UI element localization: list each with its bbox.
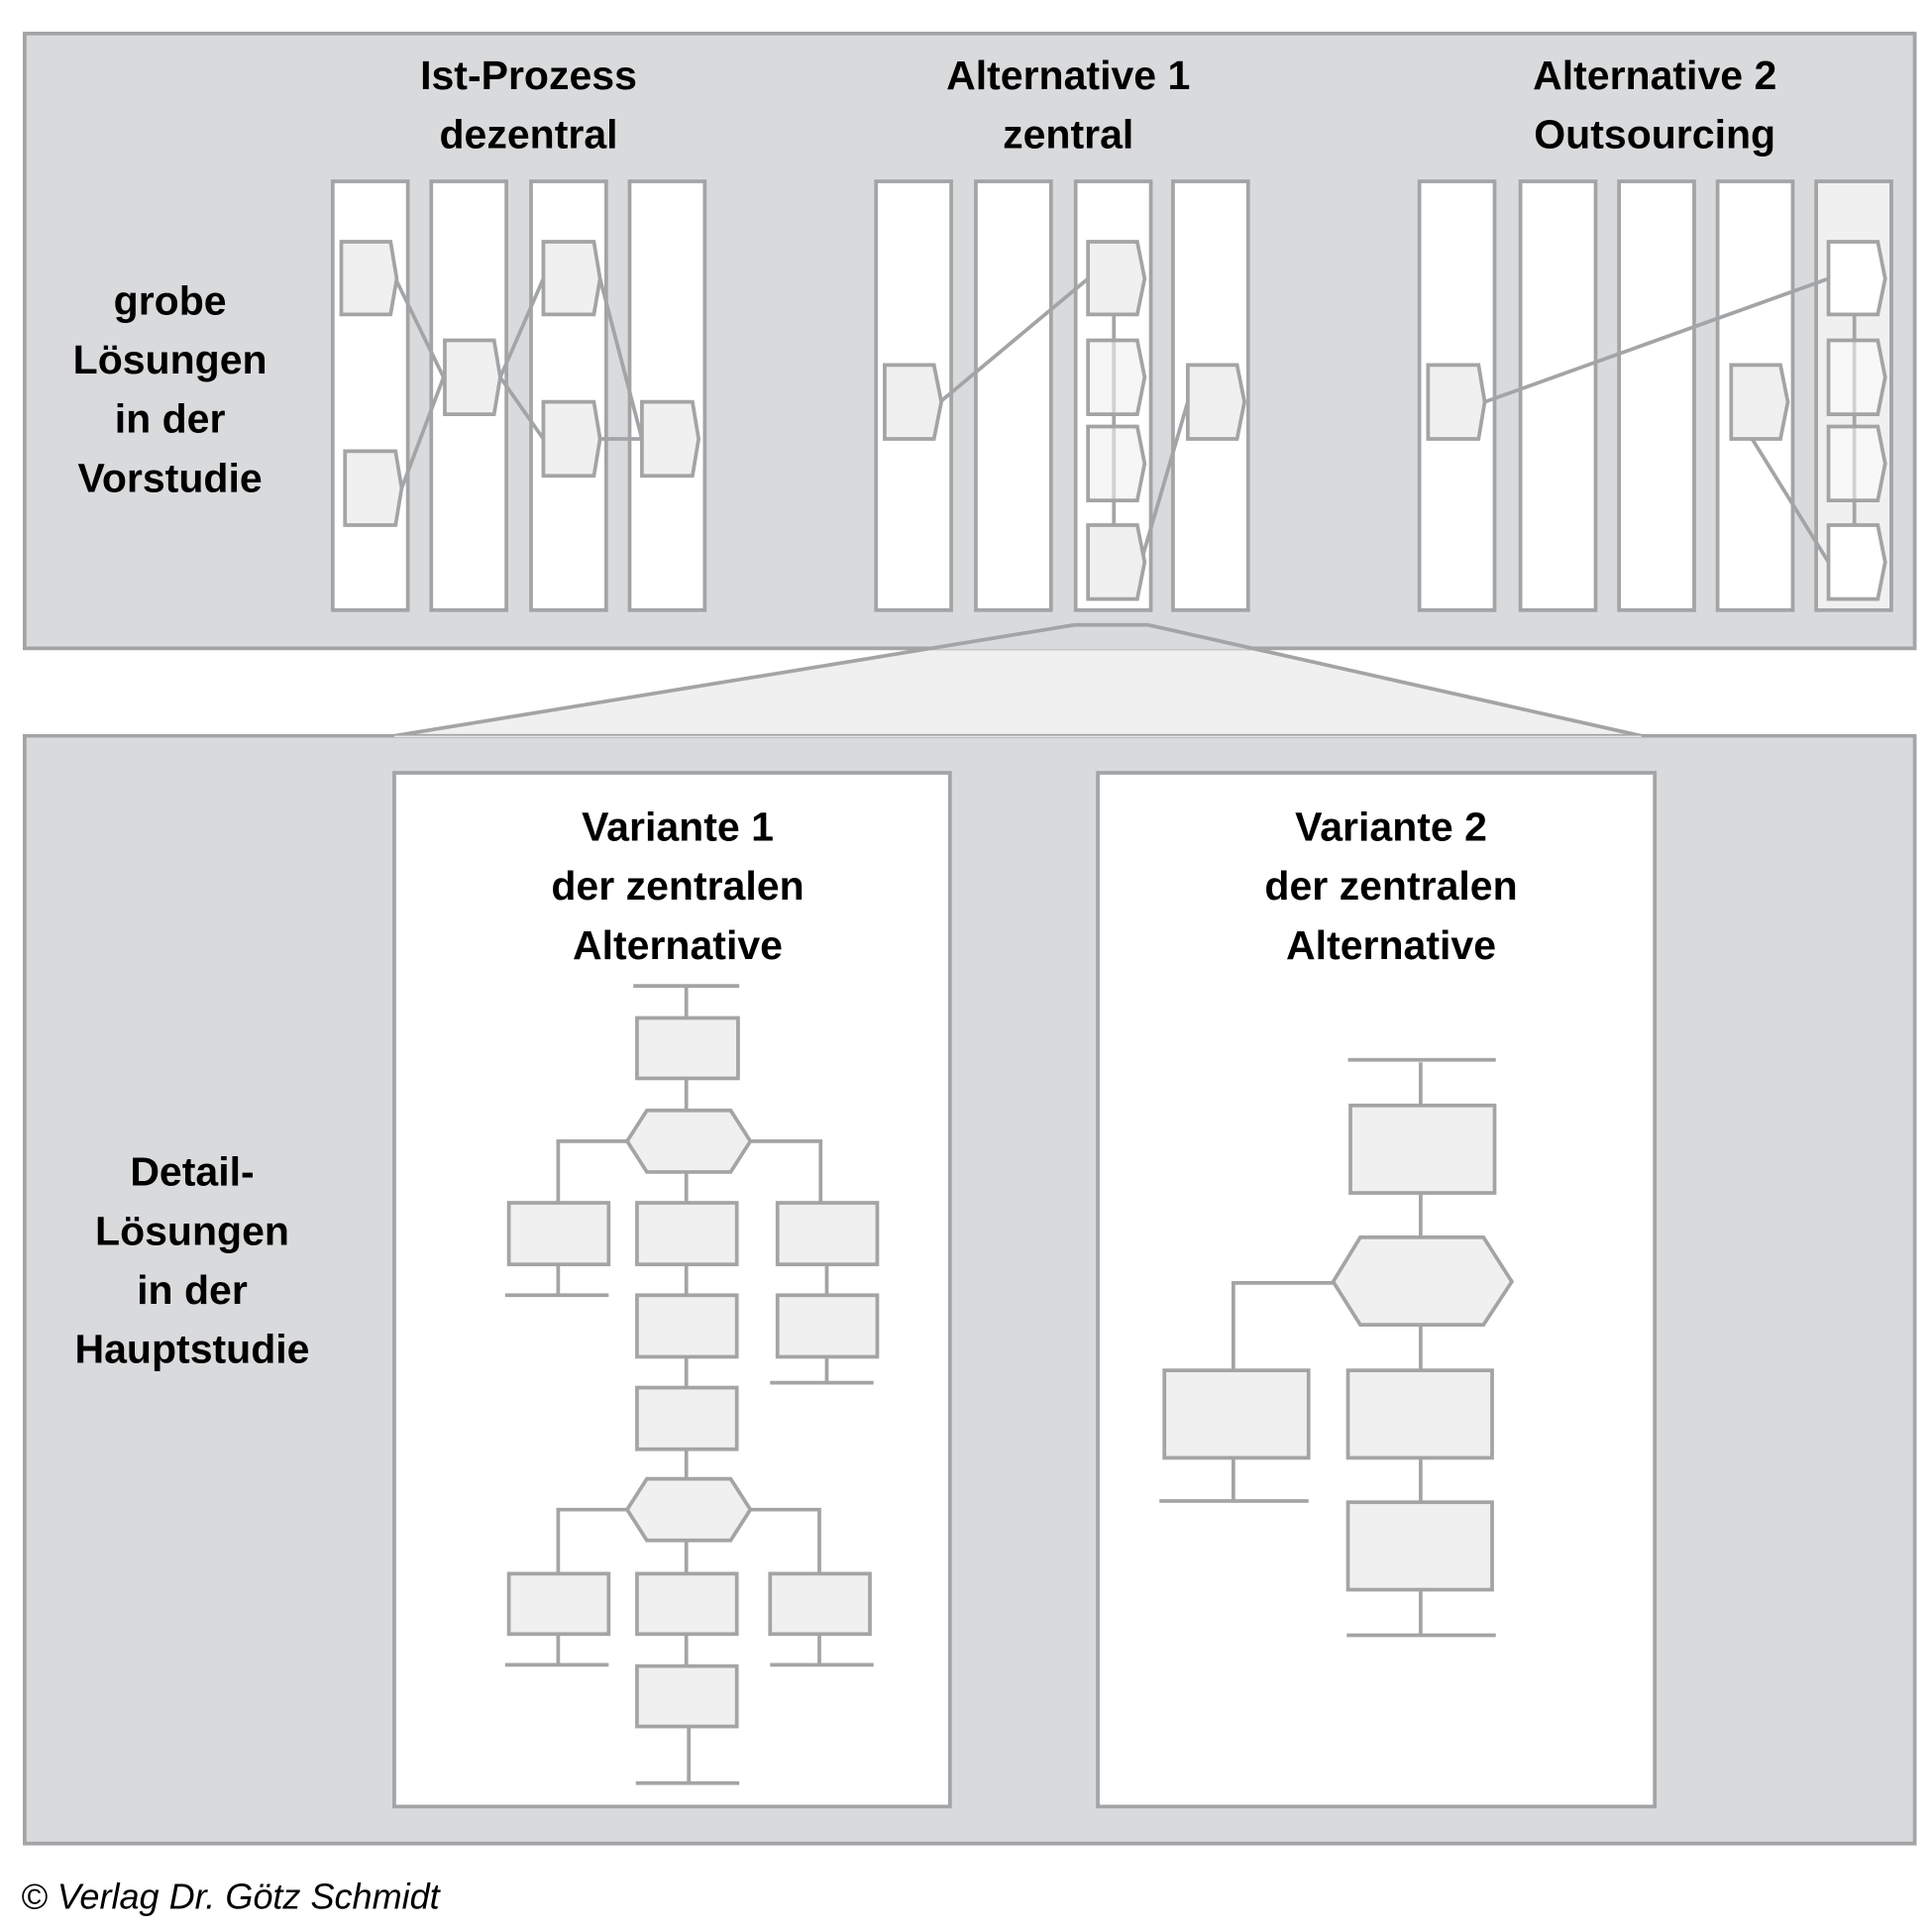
row-label-line: Vorstudie — [78, 455, 263, 500]
row-label-line: Hauptstudie — [75, 1327, 310, 1372]
process-box — [506, 1201, 611, 1267]
process-box — [1345, 1500, 1494, 1592]
process-box — [768, 1571, 872, 1637]
flowchart — [504, 984, 880, 1785]
process-box — [635, 1663, 739, 1729]
process-box — [635, 1571, 739, 1637]
process-step — [339, 240, 399, 317]
process-step — [640, 399, 701, 479]
process-step — [541, 240, 602, 317]
variant-title: Alternative — [1286, 922, 1496, 968]
process-box — [635, 1201, 739, 1267]
process-box — [635, 1293, 739, 1359]
variant-title: der zentralen — [551, 863, 804, 909]
process-box — [635, 1385, 739, 1451]
bottom-panel-hauptstudie: Detail- Lösungen in der Hauptstudie Vari… — [23, 733, 1917, 1846]
connector — [498, 277, 546, 378]
row-label-line: Lösungen — [73, 337, 268, 382]
column-title: Ist-Prozess — [420, 53, 637, 98]
connector — [1232, 1280, 1334, 1371]
variant-1-card: Variante 1 der zentralen Alternative — [392, 771, 952, 1809]
column-ist-prozess: Ist-Prozess dezentral — [330, 53, 707, 612]
process-step — [1086, 338, 1147, 416]
column-alternative-2: Alternative 2 Outsourcing — [1417, 53, 1893, 612]
connector — [393, 277, 446, 378]
copyright-notice: © Verlag Dr. Götz Schmidt — [21, 1876, 442, 1917]
funnel-base — [393, 735, 1642, 737]
top-row-label: grobe Lösungen in der Vorstudie — [73, 277, 268, 500]
column-subtitle: dezentral — [439, 111, 617, 157]
process-step — [1086, 240, 1147, 317]
process-step — [1185, 363, 1246, 441]
connector — [938, 276, 1090, 404]
swimlane — [974, 179, 1053, 612]
process-step — [1086, 424, 1147, 503]
process-box — [1348, 1103, 1497, 1195]
decision-hexagon — [624, 1476, 753, 1543]
swimlane — [1518, 179, 1598, 612]
process-box — [506, 1571, 611, 1637]
process-box — [635, 1016, 740, 1081]
connector — [750, 1507, 821, 1574]
row-label-line: in der — [115, 396, 226, 442]
connector — [556, 1138, 628, 1204]
process-step — [343, 449, 404, 527]
swimlane — [1617, 179, 1696, 612]
decision-hexagon — [624, 1108, 753, 1174]
connector — [498, 375, 545, 441]
row-label-line: grobe — [114, 277, 227, 323]
row-label-line: in der — [137, 1267, 248, 1313]
process-step — [1826, 523, 1887, 601]
process-step — [1086, 523, 1147, 601]
process-step — [1826, 424, 1887, 503]
variant-title: der zentralen — [1264, 863, 1517, 909]
funnel-edge-right — [1147, 622, 1642, 738]
process-box — [1162, 1368, 1311, 1460]
row-label-line: Detail- — [130, 1149, 254, 1195]
column-subtitle: zentral — [1003, 111, 1133, 157]
zoom-funnel — [393, 624, 1642, 736]
connector — [556, 1507, 628, 1574]
column-alternative-1: Alternative 1 zentral — [874, 53, 1250, 612]
row-label-line: Lösungen — [95, 1208, 289, 1253]
process-step — [1729, 363, 1790, 441]
swimlane — [627, 179, 707, 612]
variant-2-card: Variante 2 der zentralen Alternative — [1096, 771, 1658, 1809]
decision-hexagon — [1331, 1234, 1515, 1328]
column-title: Alternative 1 — [946, 53, 1190, 98]
process-step — [1826, 338, 1887, 416]
variant-title: Alternative — [573, 922, 783, 968]
process-step — [1426, 363, 1487, 441]
column-subtitle: Outsourcing — [1534, 111, 1775, 157]
top-panel-vorstudie: grobe Lösungen in der Vorstudie Ist-Proz… — [23, 31, 1917, 651]
connector — [1750, 437, 1831, 564]
connector — [1483, 276, 1830, 404]
connector — [750, 1138, 823, 1204]
process-box — [775, 1293, 880, 1359]
process-step — [883, 363, 944, 441]
process-box — [1345, 1368, 1494, 1460]
column-title: Alternative 2 — [1533, 53, 1776, 98]
process-step — [443, 338, 502, 416]
connector — [1138, 401, 1190, 563]
variant-title: Variante 2 — [1295, 804, 1487, 849]
funnel-edge-left — [393, 622, 1075, 738]
process-box — [775, 1201, 880, 1267]
connector — [597, 277, 644, 440]
connector — [399, 376, 446, 489]
process-step — [1826, 240, 1887, 317]
bottom-row-label: Detail- Lösungen in der Hauptstudie — [75, 1149, 310, 1372]
flowchart — [1159, 1057, 1515, 1638]
process-step — [541, 399, 602, 479]
variant-title: Variante 1 — [582, 804, 774, 849]
